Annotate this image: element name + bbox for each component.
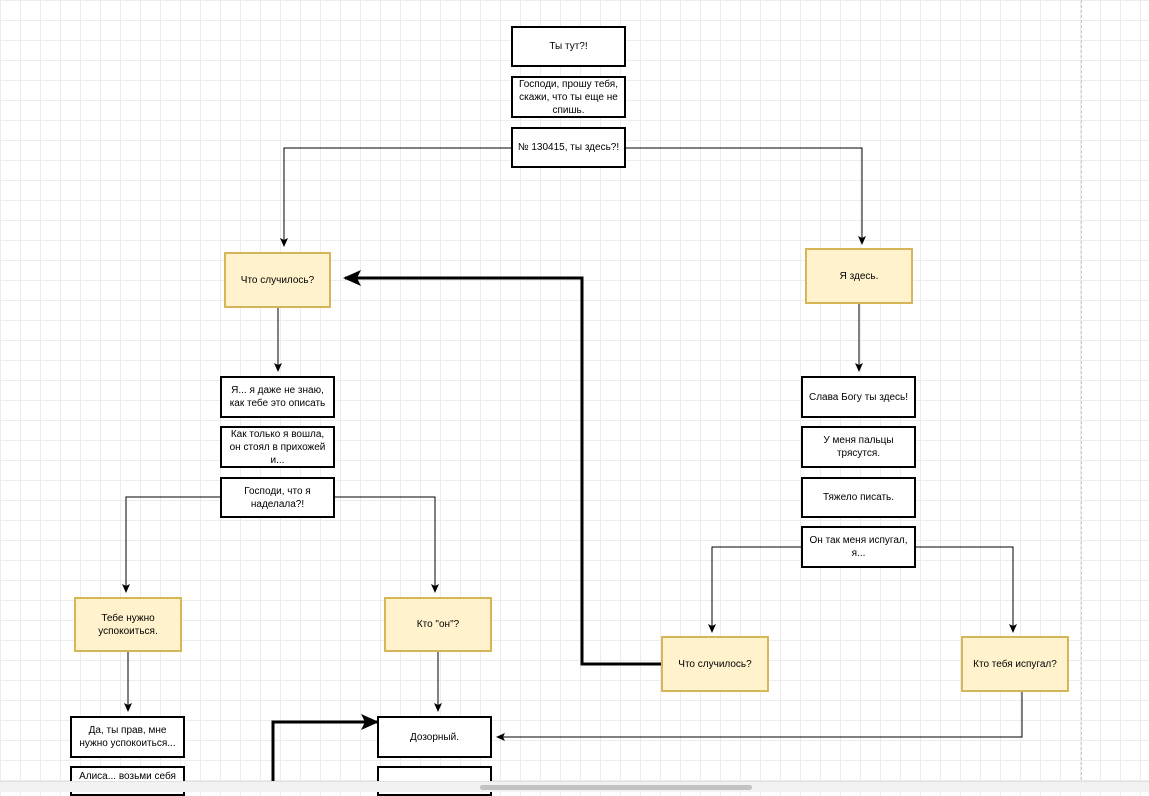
node-label: Как только я вошла, он стоял в прихожей …: [229, 428, 326, 466]
message-node-yes-youre-right[interactable]: Да, ты прав, мне нужно успокоиться...: [70, 716, 185, 758]
message-node-fingers-shaking[interactable]: У меня пальцы трясутся.: [801, 426, 916, 468]
message-node-what-have-i-done[interactable]: Господи, что я наделала?!: [220, 477, 335, 518]
node-label: Ты тут?!: [549, 41, 588, 52]
choice-node-im-here[interactable]: Я здесь.: [805, 248, 913, 304]
node-label: Я здесь.: [839, 270, 879, 282]
message-node-watcher[interactable]: Дозорный.: [377, 716, 492, 758]
node-label: Тебе нужно успокоиться.: [98, 612, 158, 637]
edge-who-scared-to-watcher: [496, 692, 1023, 741]
node-label: Он так меня испугал, я...: [809, 535, 908, 559]
choice-node-who-scared-you[interactable]: Кто тебя испугал?: [961, 636, 1069, 692]
message-node-lord-please[interactable]: Господи, прошу тебя, скажи, что ты еще н…: [511, 76, 626, 118]
edge-msgL3-to-who-he: [334, 496, 439, 593]
message-node-hard-to-write[interactable]: Тяжело писать.: [801, 477, 916, 518]
node-label: Дозорный.: [409, 731, 459, 743]
message-node-are-you-there[interactable]: Ты тут?!: [511, 26, 626, 67]
choice-node-what-happened-2[interactable]: Что случилось?: [661, 636, 769, 692]
node-label: Тяжело писать.: [822, 492, 895, 503]
edge-msgL3-to-calm-down: [122, 496, 220, 593]
message-node-as-soon-as-i-entered[interactable]: Как только я вошла, он стоял в прихожей …: [220, 426, 335, 468]
node-label: Я... я даже не знаю, как тебе это описат…: [229, 385, 326, 409]
page-break-line: [1081, 0, 1082, 780]
node-label: Что случилось?: [240, 274, 315, 286]
choice-node-what-happened[interactable]: Что случилось?: [224, 252, 331, 308]
message-node-dont-know-how[interactable]: Я... я даже не знаю, как тебе это описат…: [220, 376, 335, 418]
edge-msg3-to-what-happened: [280, 147, 512, 247]
choice-node-calm-down[interactable]: Тебе нужно успокоиться.: [74, 597, 182, 652]
choice-node-who-is-he[interactable]: Кто "он"?: [384, 597, 492, 652]
node-label: Господи, прошу тебя, скажи, что ты еще н…: [519, 78, 618, 116]
node-label: № 130415, ты здесь?!: [517, 142, 620, 153]
edge-msgR4-to-what-happened-2: [708, 546, 802, 633]
node-label: Что случилось?: [678, 658, 752, 670]
horizontal-scrollbar[interactable]: [0, 781, 1149, 792]
node-label: Да, ты прав, мне нужно успокоиться...: [79, 725, 176, 749]
node-label: Кто "он"?: [416, 619, 460, 630]
edge-msgR4-to-who-scared: [915, 546, 1017, 633]
edge-msg3-to-im-here: [625, 147, 866, 245]
scrollbar-thumb[interactable]: [480, 785, 752, 790]
node-label: Кто тебя испугал?: [973, 658, 1057, 670]
message-node-he-scared-me[interactable]: Он так меня испугал, я...: [801, 526, 916, 568]
node-label: У меня пальцы трясутся.: [823, 435, 894, 459]
node-label: Господи, что я наделала?!: [244, 485, 311, 510]
message-node-number-are-you-here[interactable]: № 130415, ты здесь?!: [511, 127, 626, 168]
node-label: Слава Богу ты здесь!: [808, 391, 908, 403]
message-node-thank-god[interactable]: Слава Богу ты здесь!: [801, 376, 916, 418]
